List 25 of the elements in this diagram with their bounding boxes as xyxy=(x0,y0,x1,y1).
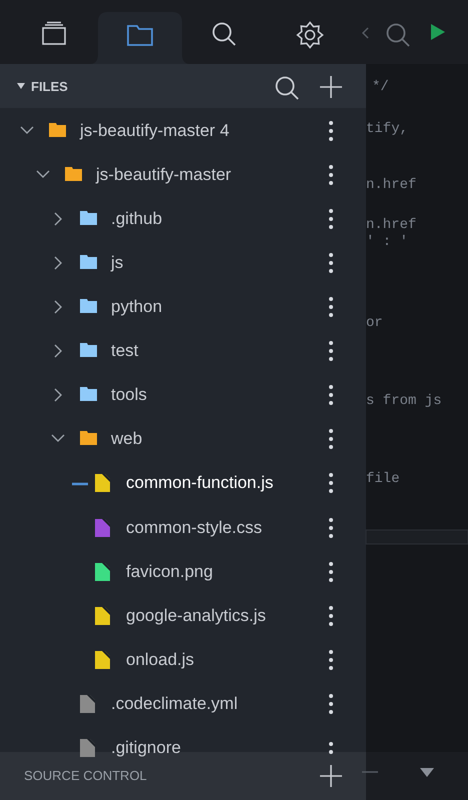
code-fragment: n.href xyxy=(366,216,416,234)
folder-name: js-beautify-master xyxy=(96,165,232,185)
file-name: favicon.png xyxy=(126,562,213,582)
file-name: common-function.js xyxy=(126,473,274,493)
file-name: .gitignore xyxy=(111,738,181,758)
file-name: onload.js xyxy=(126,650,194,670)
file-name: common-style.css xyxy=(126,518,262,538)
folder-name: tools xyxy=(111,385,147,405)
section-heading: FILES xyxy=(31,78,68,96)
folder-name: python xyxy=(111,297,162,317)
folder-name: test xyxy=(111,341,138,361)
code-fragment: s from js xyxy=(366,392,442,411)
folder-name: js xyxy=(111,253,124,273)
section-heading: SOURCE CONTROL xyxy=(24,767,147,785)
folder-name: js-beautify-master 4 xyxy=(80,121,230,141)
code-fragment: n.href xyxy=(366,176,416,195)
code-fragment: file xyxy=(366,470,400,489)
code-fragment: or xyxy=(366,314,383,333)
folder-name: web xyxy=(111,429,142,449)
code-fragment: */ xyxy=(372,78,389,97)
folder-name: .github xyxy=(111,209,162,229)
file-name: .codeclimate.yml xyxy=(111,694,238,714)
code-fragment: tify, xyxy=(366,120,408,139)
code-fragment: ' : ' xyxy=(366,233,408,252)
file-name: google-analytics.js xyxy=(126,606,266,626)
